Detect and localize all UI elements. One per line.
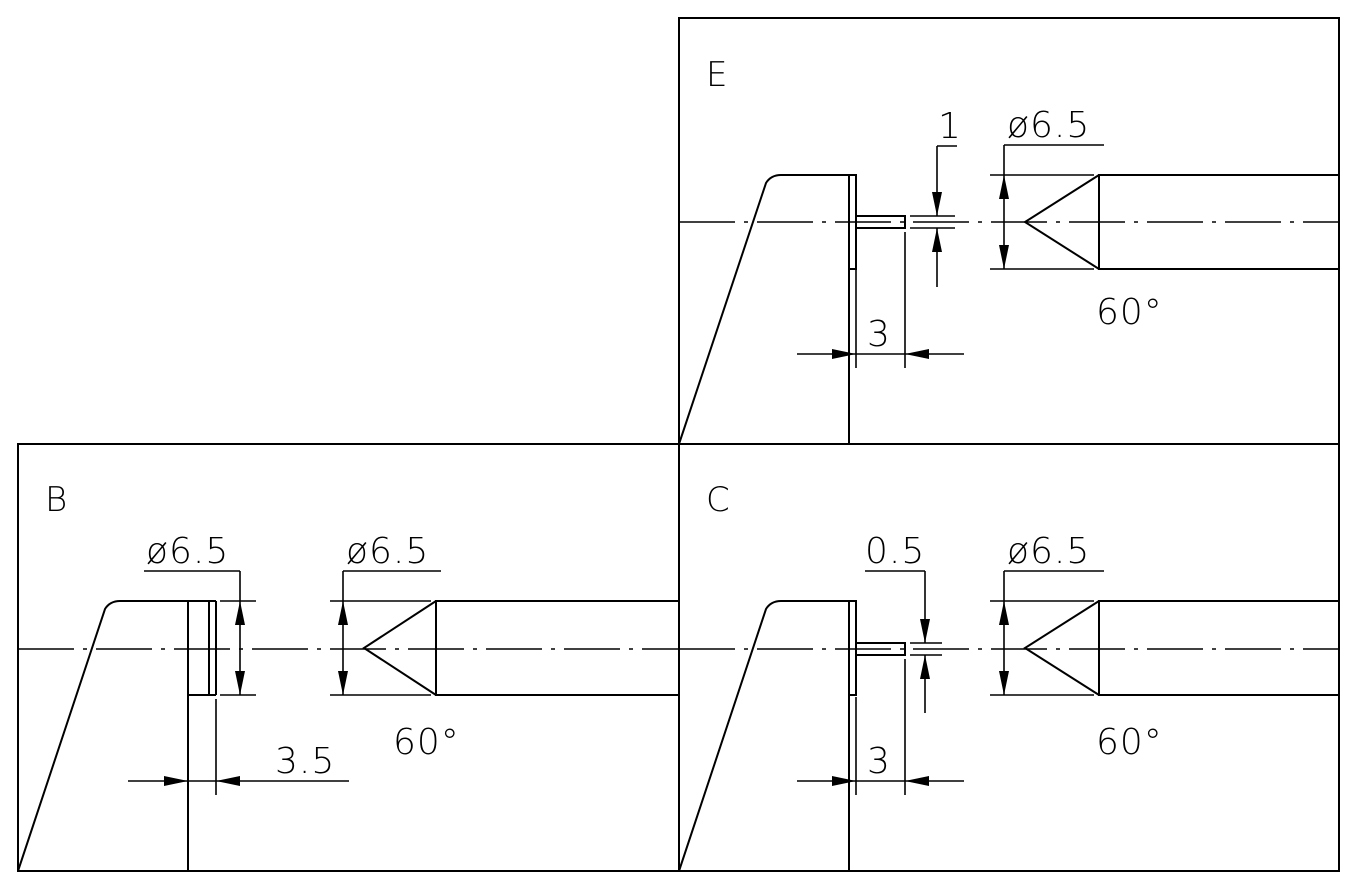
panel-e-offset-arrow-right xyxy=(905,349,929,359)
panel-e-pin-arrow-bottom xyxy=(932,228,942,252)
panel-b-body-outline xyxy=(17,600,188,872)
panel-e-label: E xyxy=(706,55,727,95)
panel-c-body-outline xyxy=(678,600,850,872)
panel-b-offset-arrow-right xyxy=(216,776,240,786)
panel-b-angle-text: 60° xyxy=(393,722,460,763)
panel-c-dia-arrow-top xyxy=(999,601,1009,625)
panel-e: E 1 ø6.5 60° 3 xyxy=(678,17,1340,445)
panel-e-pin xyxy=(856,215,906,229)
panel-e-offset-arrow-left xyxy=(832,349,856,359)
panel-b-label: B xyxy=(45,480,67,520)
panel-c-pin-arrow-bottom xyxy=(920,655,930,679)
panel-e-frame xyxy=(678,17,1340,445)
panel-e-dia-arrow-bottom xyxy=(999,245,1009,269)
panel-b-offset-arrow-left xyxy=(164,776,188,786)
panel-c-offset-text: 3 xyxy=(867,741,891,782)
panel-e-plate xyxy=(848,174,857,270)
panel-b-flange-outer xyxy=(187,600,210,696)
panel-b-dia2-arrow-top xyxy=(338,601,348,625)
panel-e-dia-text: ø6.5 xyxy=(1007,105,1090,146)
panel-b-cone xyxy=(362,600,679,696)
panel-e-offset-text: 3 xyxy=(867,314,891,355)
panel-c: C 0.5 ø6.5 60° 3 xyxy=(678,443,1340,872)
panel-c-offset-arrow-right xyxy=(905,776,929,786)
panel-b-dia1-text: ø6.5 xyxy=(146,531,229,572)
panel-c-dia-text: ø6.5 xyxy=(1007,531,1090,572)
panel-c-dia-arrow-bottom xyxy=(999,671,1009,695)
panel-b-frame xyxy=(17,443,680,872)
panel-b: B ø6.5 ø6.5 60° 3.5 xyxy=(17,443,680,872)
panel-b-offset-text: 3.5 xyxy=(275,741,335,782)
panel-e-dia-arrow-top xyxy=(999,175,1009,199)
panel-c-plate xyxy=(848,600,857,696)
panel-c-offset-arrow-left xyxy=(832,776,856,786)
panel-e-pin-arrow-top xyxy=(932,192,942,216)
panel-b-dia2-text: ø6.5 xyxy=(346,531,429,572)
panel-e-angle-text: 60° xyxy=(1096,292,1163,333)
panel-c-frame xyxy=(678,443,1340,872)
panel-c-label: C xyxy=(706,480,730,520)
panel-c-pin-dim-text: 0.5 xyxy=(865,531,925,572)
panel-b-dia2-arrow-bottom xyxy=(338,671,348,695)
panel-c-pin-arrow-top xyxy=(920,619,930,643)
panel-b-dia1-arrow-bottom xyxy=(235,671,245,695)
panel-c-cone xyxy=(1023,600,1339,696)
panel-e-cone xyxy=(1023,174,1339,270)
panel-e-pin-dim-text: 1 xyxy=(938,106,962,147)
panel-e-body-outline xyxy=(678,174,850,445)
panel-c-angle-text: 60° xyxy=(1096,722,1163,763)
panel-b-dia1-arrow-top xyxy=(235,601,245,625)
panel-c-pin xyxy=(856,642,906,656)
